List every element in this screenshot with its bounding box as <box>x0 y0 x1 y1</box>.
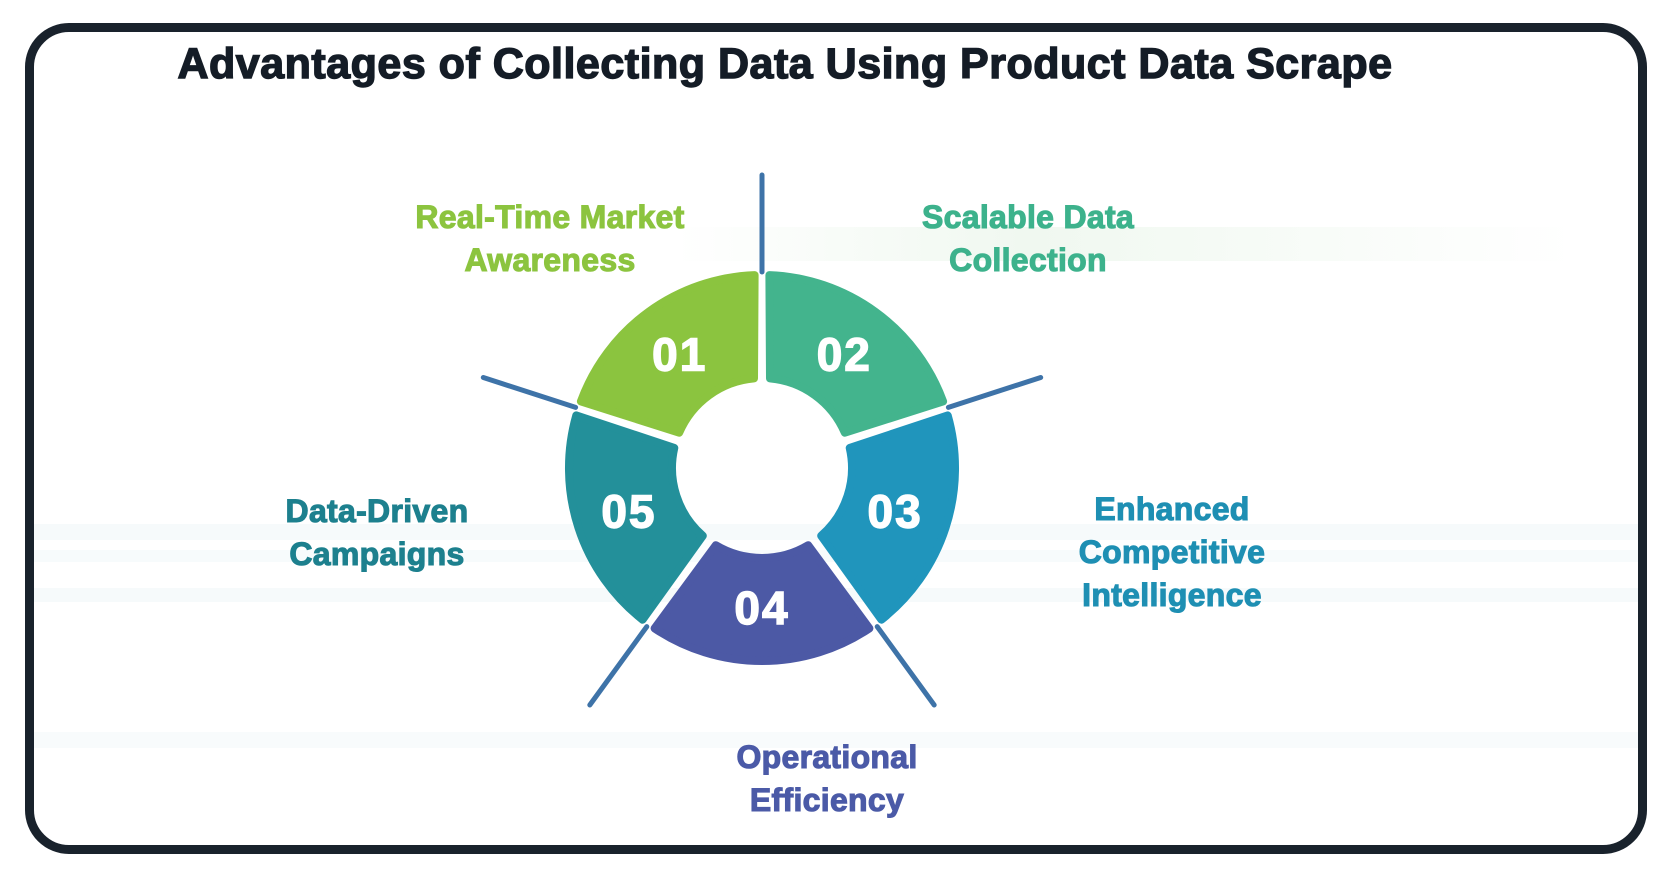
label-line: Awareness <box>464 241 636 278</box>
label-line: Real-Time Market <box>415 198 685 235</box>
segment-01 <box>576 271 759 437</box>
connector-line <box>587 624 650 708</box>
connector-line <box>480 375 579 410</box>
segment-02 <box>765 271 948 437</box>
segment-number-03: 03 <box>868 485 923 537</box>
label-line: Campaigns <box>289 535 465 572</box>
connector-line <box>874 624 937 708</box>
label-data-driven-campaigns: Data-Driven Campaigns <box>285 490 469 576</box>
label-line: Data-Driven <box>285 492 469 529</box>
segment-number-04: 04 <box>734 582 789 634</box>
label-enhanced-competitive-intelligence: Enhanced Competitive Intelligence <box>1078 488 1266 617</box>
label-line: Scalable Data <box>921 198 1135 235</box>
segment-number-02: 02 <box>817 329 872 381</box>
segment-03 <box>817 411 959 624</box>
label-line: Efficiency <box>749 781 905 818</box>
label-line: Intelligence <box>1082 576 1262 613</box>
segment-number-01: 01 <box>652 329 707 381</box>
label-line: Operational <box>736 738 918 775</box>
label-scalable-data-collection: Scalable Data Collection <box>921 196 1135 282</box>
page-title: Advantages of Collecting Data Using Prod… <box>177 39 1393 88</box>
segment-05 <box>565 411 707 624</box>
label-line: Enhanced <box>1094 490 1250 527</box>
segment-number-05: 05 <box>601 485 656 537</box>
connector-line <box>945 375 1044 410</box>
label-real-time-market-awareness: Real-Time Market Awareness <box>415 196 685 282</box>
label-line: Competitive <box>1078 533 1266 570</box>
label-operational-efficiency: Operational Efficiency <box>736 736 918 822</box>
label-line: Collection <box>949 241 1107 278</box>
